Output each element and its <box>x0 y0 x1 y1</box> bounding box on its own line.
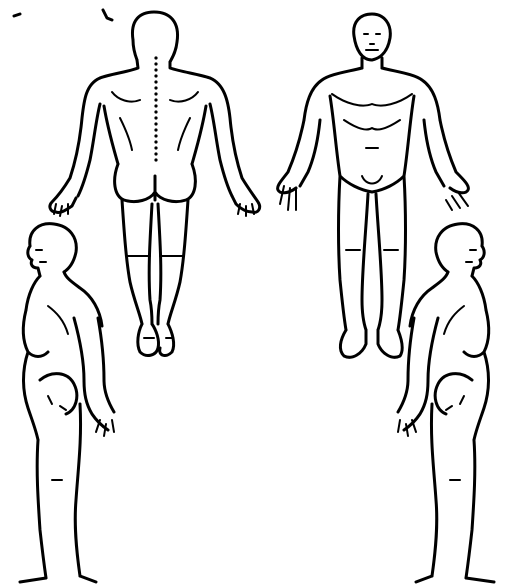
front-head <box>354 14 391 60</box>
front-right-foot <box>378 330 402 357</box>
left-profile-figure <box>20 224 114 582</box>
stray-marks <box>14 10 112 20</box>
back-right-foot <box>160 324 174 355</box>
back-view-figure <box>50 12 260 355</box>
right-profile-figure <box>398 224 494 582</box>
left-profile-foot <box>20 576 96 582</box>
front-left-foot <box>340 330 366 357</box>
spine-dots <box>154 56 157 161</box>
right-profile-foot <box>416 576 494 582</box>
back-head <box>132 12 177 62</box>
back-left-foot <box>138 324 159 355</box>
left-profile-head <box>30 224 77 272</box>
right-profile-head <box>436 224 483 272</box>
front-view-figure <box>278 14 469 357</box>
